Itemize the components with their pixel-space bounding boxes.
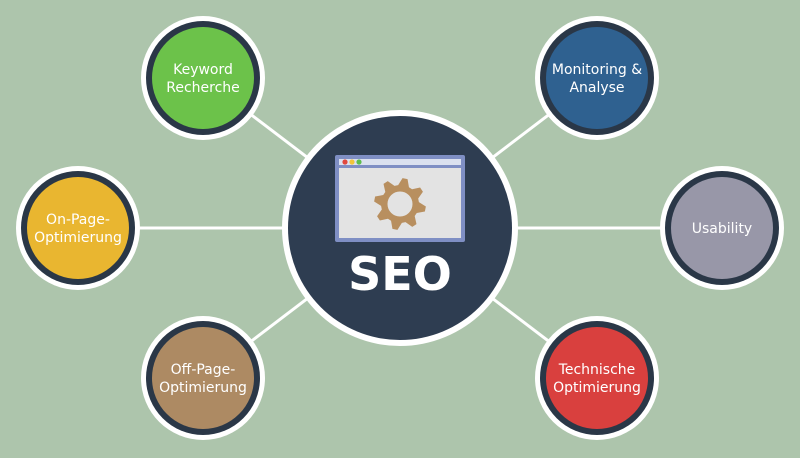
node-label: Optimierung [34,230,122,246]
node-usability: Usability [660,166,784,290]
node-monitoring-analyse: Monitoring & Analyse [535,16,659,140]
node-label: Keyword [173,62,233,78]
node-off-page-optimierung: Off-Page- Optimierung [141,316,265,440]
seo-hub: SEO [282,110,518,346]
topic-nodes: KeywordRechercheOn-Page-OptimierungOff-P… [16,16,784,440]
gear-hole [386,190,414,218]
hub-label: SEO [348,247,452,301]
node-label: Optimierung [159,380,247,396]
node-fill [671,177,773,279]
node-label: Recherche [166,80,240,96]
gear-icon [374,178,426,230]
node-label: On-Page- [46,212,110,228]
node-fill [152,327,254,429]
node-fill [546,27,648,129]
node-label: Analyse [569,80,624,96]
node-fill [546,327,648,429]
browser-window-gear-icon [335,155,465,242]
node-fill [27,177,129,279]
node-label: Optimierung [553,380,641,396]
node-label: Technische [558,362,636,378]
node-fill [152,27,254,129]
gear-inner-ring [384,188,416,220]
node-label: Off-Page- [171,362,236,378]
node-label: Monitoring & [552,62,642,78]
node-on-page-optimierung: On-Page- Optimierung [16,166,140,290]
node-label: Usability [692,221,752,237]
